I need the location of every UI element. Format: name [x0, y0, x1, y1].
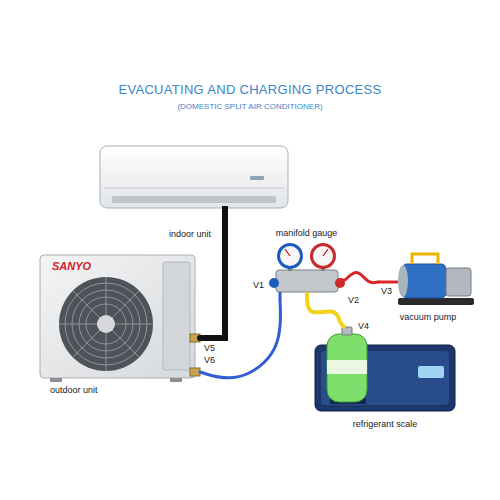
indoor-unit-figure: [100, 146, 288, 208]
outdoor-unit-figure: [73, 291, 139, 357]
unit-label: vacuum pump: [400, 312, 457, 323]
manifold-gauge-figure: [310, 243, 336, 269]
unit-label: outdoor unit: [50, 385, 98, 396]
unit-label: indoor unit: [169, 229, 211, 240]
manifold-gauge-figure: [313, 246, 333, 266]
refrigerant-scale: refrigerant scale: [305, 322, 465, 440]
vacuum-pump-figure: [402, 264, 446, 298]
manifold-gauge-figure: [280, 246, 300, 266]
indoor-unit-figure: [112, 196, 276, 203]
valve-label: V5: [204, 343, 215, 354]
manifold-gauge-figure: [269, 278, 279, 288]
indoor-unit-figure: [100, 146, 288, 242]
valve-label: V6: [204, 355, 215, 366]
indoor-unit-figure: [250, 176, 264, 180]
outdoor-unit-figure: [59, 277, 153, 371]
brand-logo: SANYO: [52, 261, 91, 272]
refrigerant-scale-figure: [327, 334, 367, 402]
vacuum-pump-figure: [398, 265, 408, 297]
valve-label: V1: [253, 280, 264, 291]
vacuum-pump-figure: [378, 254, 474, 305]
valve-label: V2: [348, 295, 359, 306]
vacuum-pump-figure: [412, 254, 438, 264]
manifold-gauge-figure: [277, 243, 303, 269]
title-text: EVACUATING AND CHARGING PROCESS: [118, 82, 381, 97]
charging-hose: [307, 300, 340, 322]
outdoor-unit-figure: [73, 291, 139, 357]
outdoor-unit: SANYO outdoor unit: [35, 248, 200, 398]
indoor-unit-figure: [222, 206, 228, 242]
valve-label: V4: [358, 321, 369, 332]
valve-label: V3: [381, 286, 392, 297]
unit-label: manifold gauge: [276, 228, 338, 239]
refrigerant-scale-figure: [315, 322, 455, 411]
high-side-hose: [345, 273, 378, 283]
indoor-unit-figure: [104, 188, 284, 189]
manifold-gauge: manifold gauge: [268, 228, 345, 300]
outdoor-unit-figure: [163, 262, 190, 370]
refrigerant-scale-figure: [418, 366, 444, 378]
manifold-gauge-figure: [285, 249, 290, 256]
outdoor-unit-figure: [40, 255, 200, 382]
vacuum-pump-figure: [398, 298, 474, 305]
vacuum-pump-figure: [378, 281, 398, 284]
outdoor-unit-figure: [170, 378, 182, 382]
refrigerant-pipe: [200, 242, 225, 338]
manifold-gauge-figure: [335, 278, 345, 288]
low-side-hose: [200, 300, 281, 378]
outdoor-unit-figure: [40, 255, 195, 378]
vacuum-pump: vacuum pump: [378, 250, 478, 330]
indoor-unit: indoor unit: [95, 140, 290, 242]
outdoor-unit-figure: [50, 378, 62, 382]
refrigerant-scale-figure: [327, 360, 367, 374]
manifold-gauge-figure: [269, 243, 345, 300]
manifold-gauge-figure: [323, 249, 328, 256]
subtitle-text: (DOMESTIC SPLIT AIR CONDITIONER): [177, 101, 322, 112]
outdoor-unit-figure: [97, 315, 115, 333]
manifold-gauge-figure: [276, 270, 338, 292]
unit-label: refrigerant scale: [353, 419, 418, 430]
vacuum-pump-figure: [446, 268, 471, 296]
